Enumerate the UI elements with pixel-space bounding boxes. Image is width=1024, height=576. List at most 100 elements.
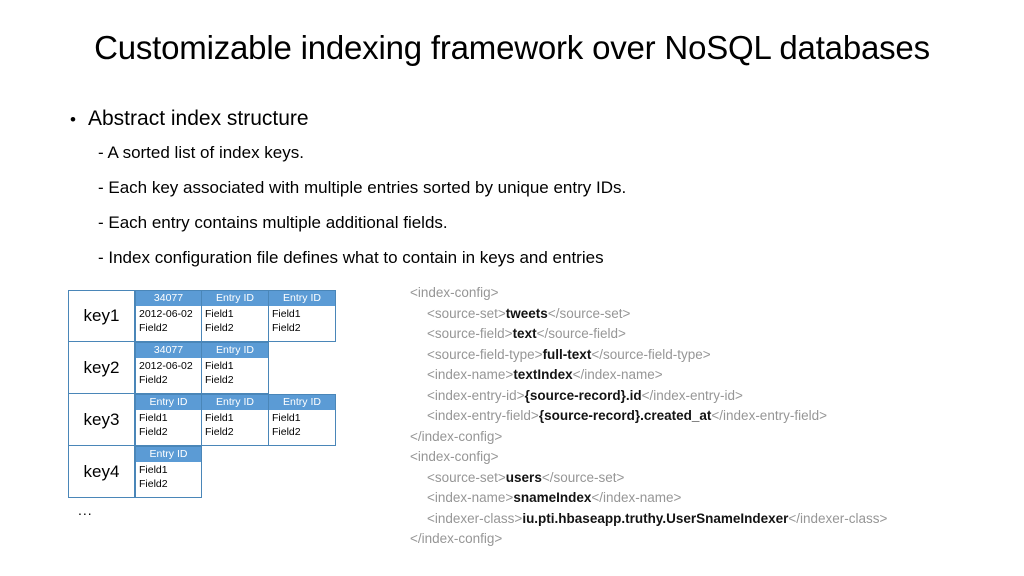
index-config-xml: <index-config><source-set>tweets</source… (410, 283, 887, 550)
xml-open-tag: </index-config> (410, 531, 503, 546)
index-entry-field-value: Field1 (205, 308, 234, 320)
bullet-dot-icon: • (70, 110, 76, 129)
index-entry-id-header: 34077 (136, 291, 201, 306)
diagram-ellipsis: ... (78, 502, 93, 518)
xml-config-line: </index-config> (410, 529, 887, 550)
index-key-cell: key1 (68, 290, 135, 342)
index-key-cell: key2 (68, 342, 135, 394)
xml-open-tag: <source-field> (427, 326, 513, 341)
xml-tag-value: text (512, 326, 537, 341)
index-entry-id-header: Entry ID (202, 291, 268, 306)
xml-config-line: <source-set>users</source-set> (410, 468, 887, 489)
xml-config-line: <index-config> (410, 447, 887, 468)
xml-open-tag: <indexer-class> (427, 510, 523, 526)
xml-tag-value: {source-record}.created_at (538, 408, 712, 423)
xml-close-tag: </source-set> (547, 305, 631, 321)
xml-close-tag: </source-field> (536, 326, 626, 341)
xml-tag-value: iu.pti.hbaseapp.truthy.UserSnameIndexer (522, 510, 789, 526)
bullet-list: • Abstract index structure - A sorted li… (70, 108, 830, 284)
xml-open-tag: <source-set> (427, 305, 506, 321)
index-entry-field-value: Field2 (139, 373, 168, 386)
bullet-level1-label: Abstract index structure (88, 107, 309, 130)
xml-open-tag: </index-config> (410, 428, 503, 444)
xml-config-line: <index-config> (410, 283, 887, 304)
xml-config-line: <source-set>tweets</source-set> (410, 304, 887, 325)
xml-close-tag: </index-name> (572, 367, 663, 382)
xml-close-tag: </index-entry-id> (641, 387, 743, 403)
xml-config-line: <index-name>textIndex</index-name> (410, 365, 887, 386)
xml-tag-value: full-text (542, 346, 592, 362)
index-entry-field-value: Field2 (139, 321, 168, 334)
xml-close-tag: </indexer-class> (788, 510, 888, 526)
xml-open-tag: <source-field-type> (427, 346, 543, 362)
xml-tag-value: tweets (505, 305, 548, 321)
index-entry-field-value: Field2 (272, 425, 301, 438)
index-entry-field-value: 2012-06-02 (139, 308, 193, 320)
xml-tag-value: {source-record}.id (524, 387, 642, 403)
index-entry-field-value: Field1 (205, 412, 234, 424)
xml-close-tag: </index-entry-field> (711, 408, 827, 423)
index-entry-id-header: Entry ID (136, 395, 201, 410)
page-title: Customizable indexing framework over NoS… (94, 29, 930, 66)
bullet-level2-item-3: - Each entry contains multiple additiona… (98, 213, 448, 232)
xml-open-tag: <index-entry-id> (427, 387, 525, 403)
xml-tag-value: textIndex (513, 367, 573, 382)
index-key-cell: key4 (68, 446, 135, 498)
bullet-level2-item-4: - Index configuration file defines what … (98, 248, 604, 267)
xml-close-tag: </index-name> (591, 490, 682, 505)
index-entry-field-value: Field2 (205, 425, 234, 438)
xml-config-line: <index-entry-field>{source-record}.creat… (410, 406, 887, 427)
xml-close-tag: </source-set> (541, 469, 625, 485)
index-entry-field-value: Field2 (205, 321, 234, 334)
index-entry-field-value: 2012-06-02 (139, 360, 193, 372)
index-entry-field-value: Field2 (139, 425, 168, 438)
index-entry-field-value: Field1 (139, 412, 168, 424)
index-entry-id-header: Entry ID (269, 395, 335, 410)
xml-open-tag: <source-set> (427, 469, 506, 485)
xml-open-tag: <index-entry-field> (427, 408, 539, 423)
index-entry-field-value: Field2 (272, 321, 301, 334)
xml-config-line: <index-name>snameIndex</index-name> (410, 488, 887, 509)
index-entry-id-header: 34077 (136, 343, 201, 358)
index-entry-id-header: Entry ID (202, 395, 268, 410)
index-entry-id-header: Entry ID (269, 291, 335, 306)
xml-config-line: <indexer-class>iu.pti.hbaseapp.truthy.Us… (410, 509, 887, 530)
xml-open-tag: <index-name> (427, 490, 514, 505)
xml-config-line: <source-field-type>full-text</source-fie… (410, 345, 887, 366)
index-entry-id-header: Entry ID (136, 447, 201, 462)
xml-config-line: <index-entry-id>{source-record}.id</inde… (410, 386, 887, 407)
xml-open-tag: <index-config> (410, 285, 499, 300)
index-entry-field-value: Field1 (272, 308, 301, 320)
xml-tag-value: users (505, 469, 542, 485)
index-key-cell: key3 (68, 394, 135, 446)
index-entry-field-value: Field1 (272, 412, 301, 424)
xml-tag-value: snameIndex (513, 490, 592, 505)
index-entry-field-value: Field1 (139, 464, 168, 476)
xml-config-line: </index-config> (410, 427, 887, 448)
bullet-level2-item-2: - Each key associated with multiple entr… (98, 178, 627, 197)
index-entry-field-value: Field2 (139, 477, 168, 490)
